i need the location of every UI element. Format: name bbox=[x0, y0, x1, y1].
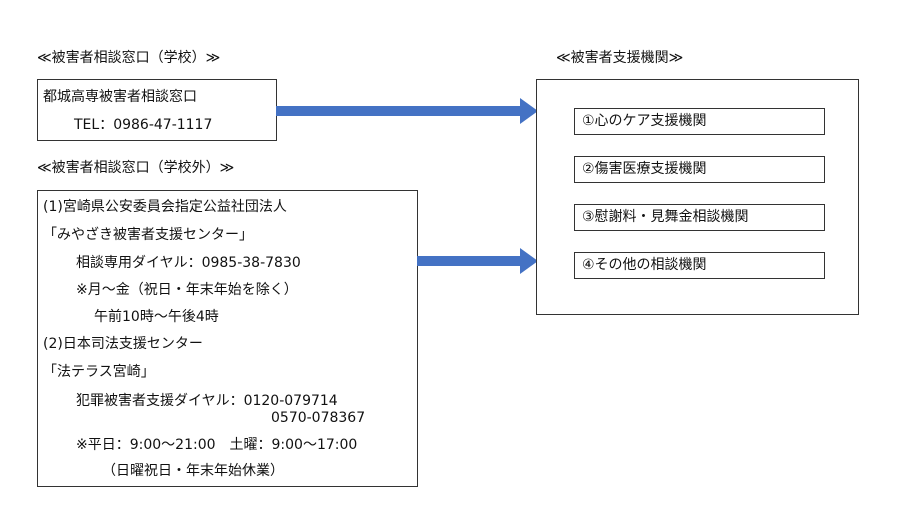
external-org-1-title: (1)宮崎県公安委員会指定公益社団法人 bbox=[43, 199, 287, 215]
agency-injury-medical: ②傷害医療支援機関 bbox=[574, 156, 825, 183]
arrow-external-to-support bbox=[417, 248, 538, 274]
external-org-1-phone: 相談専用ダイヤル：0985-38-7830 bbox=[76, 255, 301, 271]
external-org-2-phone-alt: 0570-078367 bbox=[271, 410, 366, 426]
external-org-2-phone: 犯罪被害者支援ダイヤル：0120-079714 bbox=[76, 393, 338, 409]
arrow-school-to-support bbox=[276, 98, 538, 124]
external-org-2-name: 「法テラス宮崎」 bbox=[43, 364, 155, 380]
external-org-2-title: (2)日本司法支援センター bbox=[43, 336, 203, 352]
external-org-1-time: 午前10時～午後4時 bbox=[94, 309, 219, 325]
school-contact-box: 都城高専被害者相談窓口 TEL：0986-47-1117 bbox=[37, 79, 277, 141]
support-section-heading: ≪被害者支援機関≫ bbox=[556, 50, 684, 66]
external-org-2-closed: （日曜祝日・年末年始休業） bbox=[102, 463, 284, 479]
external-contact-box: (1)宮崎県公安委員会指定公益社団法人 「みやざき被害者支援センター」 相談専用… bbox=[37, 190, 418, 487]
agency-other: ④その他の相談機関 bbox=[574, 252, 825, 279]
school-contact-tel: TEL：0986-47-1117 bbox=[74, 117, 213, 133]
agency-compensation: ③慰謝料・見舞金相談機関 bbox=[574, 204, 825, 231]
external-section-heading: ≪被害者相談窓口（学校外）≫ bbox=[37, 160, 235, 176]
external-org-2-hours: ※平日：9:00～21:00 土曜：9:00～17:00 bbox=[76, 437, 358, 453]
school-contact-name: 都城高専被害者相談窓口 bbox=[43, 89, 197, 105]
school-section-heading: ≪被害者相談窓口（学校）≫ bbox=[37, 50, 221, 66]
external-org-1-hours: ※月～金（祝日・年末年始を除く） bbox=[76, 282, 298, 298]
support-agencies-box: ①心のケア支援機関 ②傷害医療支援機関 ③慰謝料・見舞金相談機関 ④その他の相談… bbox=[536, 79, 859, 315]
agency-mental-care: ①心のケア支援機関 bbox=[574, 108, 825, 135]
external-org-1-name: 「みやざき被害者支援センター」 bbox=[43, 227, 253, 243]
